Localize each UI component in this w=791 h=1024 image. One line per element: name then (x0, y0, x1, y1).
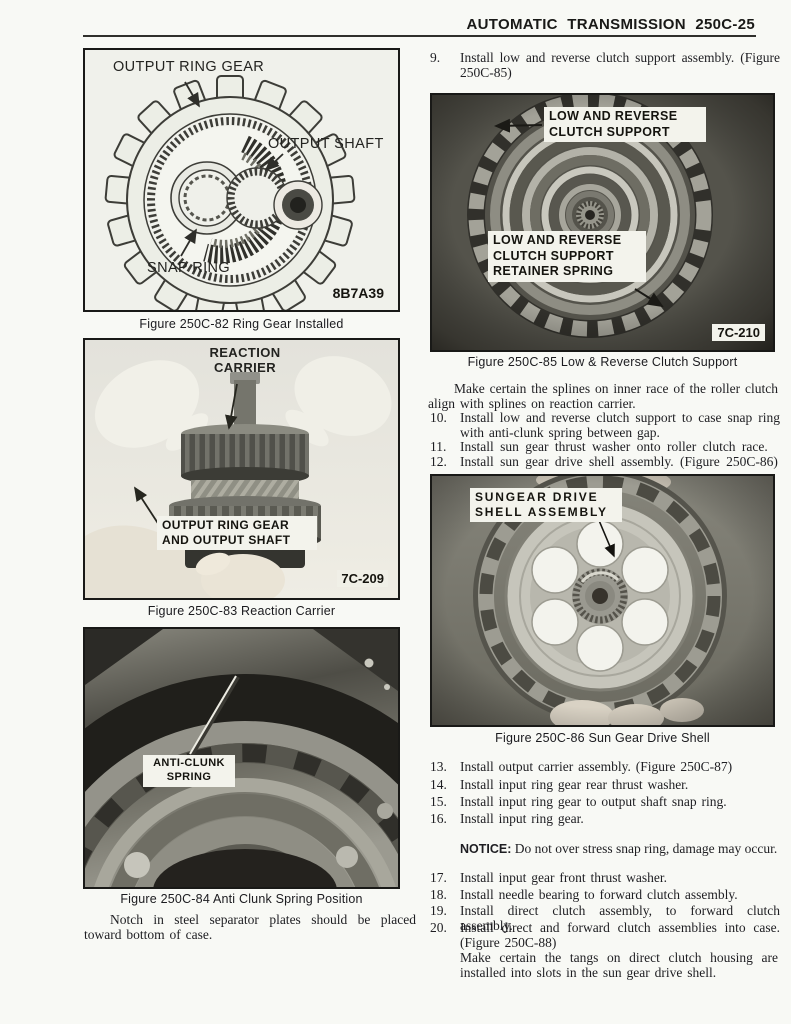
step-20-note: Make certain the tangs on direct clutch … (460, 950, 778, 980)
page-header-title: AUTOMATIC TRANSMISSION 250C-25 (466, 16, 755, 33)
step-20: 20. Install direct and forward clutch as… (428, 920, 780, 950)
step-text: Install sun gear drive shell assembly. (… (460, 454, 778, 469)
arrow-to-output-shaft (264, 153, 284, 172)
forearm (85, 525, 214, 598)
step-18: 18. Install needle bearing to forward cl… (428, 887, 780, 903)
label-anti-clunk-spring: ANTI-CLUNK SPRING (143, 755, 235, 787)
caption-fig86: Figure 250C-86 Sun Gear Drive Shell (495, 731, 710, 745)
figure-250c-85: LOW AND REVERSE CLUTCH SUPPORT LOW AND R… (430, 93, 775, 352)
step-number: 13. (430, 759, 447, 774)
step-13: 13. Install output carrier assembly. (Fi… (428, 759, 780, 775)
photo-code: 7C-210 (712, 324, 765, 341)
caption-fig82: Figure 250C-82 Ring Gear Installed (139, 317, 344, 331)
step-text: Install low and reverse clutch support t… (460, 410, 780, 440)
label-snap-ring: SNAP RING (147, 260, 231, 276)
arrow-to-retainer-spring (634, 288, 664, 308)
step-text: Install direct and forward clutch assemb… (460, 920, 780, 950)
step-number: 16. (430, 811, 447, 826)
step-16: 16. Install input ring gear. (428, 811, 780, 827)
label-clutch-support: LOW AND REVERSE CLUTCH SUPPORT (544, 107, 706, 143)
photo-code: 8B7A39 (332, 285, 384, 301)
figure-250c-86: SUNGEAR DRIVE SHELL ASSEMBLY (430, 474, 775, 727)
step-15: 15. Install input ring gear to output sh… (428, 794, 780, 810)
arrow-to-snap-ring (180, 228, 197, 257)
step-number: 19. (430, 903, 447, 918)
notice-block: NOTICE: Do not over stress snap ring, da… (460, 841, 780, 857)
reaction-carrier-photo (85, 340, 398, 598)
notice-label: NOTICE: (460, 842, 512, 856)
step-text: Install needle bearing to forward clutch… (460, 887, 738, 902)
label-sungear-shell: SUNGEAR DRIVE SHELL ASSEMBLY (470, 488, 622, 522)
step-19: 19. Install direct clutch assembly, to f… (428, 903, 780, 933)
arrow-to-shell (597, 517, 615, 558)
label-output-ring-gear: OUTPUT RING GEAR (113, 59, 265, 75)
label-reaction-carrier: REACTION CARRIER (209, 345, 281, 375)
notice-text: Do not over stress snap ring, damage may… (514, 841, 778, 856)
step-number: 11. (430, 439, 447, 454)
step-number: 15. (430, 794, 447, 809)
step-text: Install output carrier assembly. (Figure… (460, 759, 733, 774)
step-number: 17. (430, 870, 447, 885)
header-rule (83, 35, 756, 37)
para-splines: Make certain the splines on inner race o… (428, 381, 778, 411)
arrow-to-ring-gear-shaft (134, 486, 162, 529)
leader-line-shadow (190, 675, 240, 757)
caption-fig84: Figure 250C-84 Anti Clunk Spring Positio… (120, 892, 363, 906)
step-text: Install sun gear thrust washer onto roll… (460, 439, 768, 454)
figure-250c-82: OUTPUT RING GEAR OUTPUT SHAFT SNAP RING … (83, 48, 400, 312)
label-output-ring-gear-shaft: OUTPUT RING GEAR AND OUTPUT SHAFT (157, 516, 317, 550)
photo-code: 7C-209 (337, 570, 388, 587)
step-text: Install low and reverse clutch support a… (460, 50, 780, 80)
left-note: Notch in steel separator plates should b… (84, 912, 416, 942)
figure-250c-83: REACTION CARRIER OUTPUT RING GEAR AND OU… (83, 338, 400, 600)
step-number: 10. (430, 410, 447, 425)
step-10: 10. Install low and reverse clutch suppo… (428, 410, 780, 440)
caption-fig83: Figure 250C-83 Reaction Carrier (147, 604, 336, 618)
step-17: 17. Install input gear front thrust wash… (428, 870, 780, 886)
leader-line (189, 675, 237, 755)
left-hand (94, 360, 200, 448)
caption-fig85: Figure 250C-85 Low & Reverse Clutch Supp… (467, 355, 738, 369)
step-14: 14. Install input ring gear rear thrust … (428, 777, 780, 793)
step-text: Install direct clutch assembly, to forwa… (460, 903, 780, 933)
step-number: 9. (430, 50, 441, 65)
step-text: Install input ring gear rear thrust wash… (460, 777, 689, 792)
step-11: 11. Install sun gear thrust washer onto … (428, 439, 780, 455)
arrow-to-ring-gear (184, 81, 200, 108)
ring-gear-drawing (85, 50, 398, 310)
arrow-to-support (494, 118, 543, 133)
step-text: Install input ring gear. (460, 811, 584, 826)
anti-clunk-spring-photo (85, 629, 398, 887)
step-number: 20. (430, 920, 447, 935)
step-text: Install input gear front thrust washer. (460, 870, 667, 885)
right-hand (294, 356, 392, 436)
step-number: 12. (430, 454, 447, 469)
step-number: 14. (430, 777, 447, 792)
step-number: 18. (430, 887, 447, 902)
step-text: Install input ring gear to output shaft … (460, 794, 727, 809)
clutch-support-photo (432, 95, 773, 350)
label-output-shaft: OUTPUT SHAFT (268, 136, 384, 152)
label-retainer-spring: LOW AND REVERSE CLUTCH SUPPORT RETAINER … (488, 231, 646, 282)
figure-250c-84: ANTI-CLUNK SPRING (83, 627, 400, 889)
arrow-to-carrier (225, 383, 238, 430)
step-12: 12. Install sun gear drive shell assembl… (428, 454, 780, 470)
step-9: 9. Install low and reverse clutch suppor… (428, 50, 780, 80)
